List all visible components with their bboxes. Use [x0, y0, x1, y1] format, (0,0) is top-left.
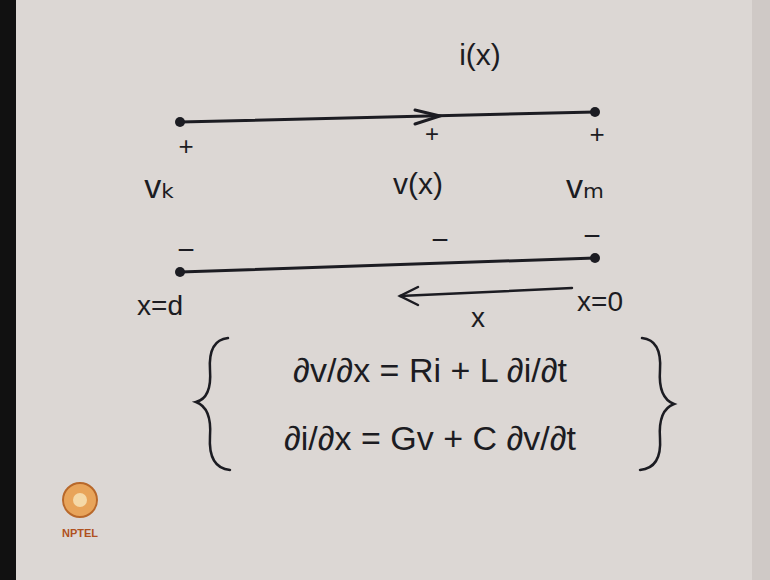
- x-direction-arrow: [400, 288, 572, 296]
- annotation-label: x: [471, 304, 485, 332]
- annotation-label: +: [425, 122, 439, 146]
- annotation-label: i(x): [459, 40, 501, 70]
- equation-text: ∂v/∂x = Ri + L ∂i/∂t: [293, 353, 567, 387]
- annotation-label: vₘ: [566, 169, 604, 203]
- logo-text: NPTEL: [62, 528, 98, 539]
- terminal-dot: [175, 117, 185, 127]
- annotation-label: x=d: [137, 292, 183, 320]
- annotation-label: −: [583, 221, 601, 251]
- right-brace: [640, 338, 674, 470]
- left-brace: [196, 338, 230, 470]
- annotation-label: x=0: [577, 288, 623, 316]
- terminal-dot: [590, 253, 600, 263]
- equation-text: ∂i/∂x = Gv + C ∂v/∂t: [284, 421, 576, 455]
- bottom-conductor: [180, 258, 595, 272]
- terminal-dot: [175, 267, 185, 277]
- top-conductor: [180, 112, 595, 122]
- annotation-label: −: [177, 235, 195, 265]
- annotation-label: +: [178, 133, 193, 159]
- annotation-label: vₖ: [144, 169, 175, 203]
- annotation-label: +: [589, 121, 604, 147]
- annotation-label: −: [431, 225, 449, 255]
- annotation-label: v(x): [393, 169, 443, 199]
- nptel-logo: [63, 483, 97, 517]
- terminal-dot: [590, 107, 600, 117]
- x-arrowhead: [400, 287, 418, 305]
- paper-edge: [752, 0, 770, 580]
- dark-edge: [0, 0, 16, 580]
